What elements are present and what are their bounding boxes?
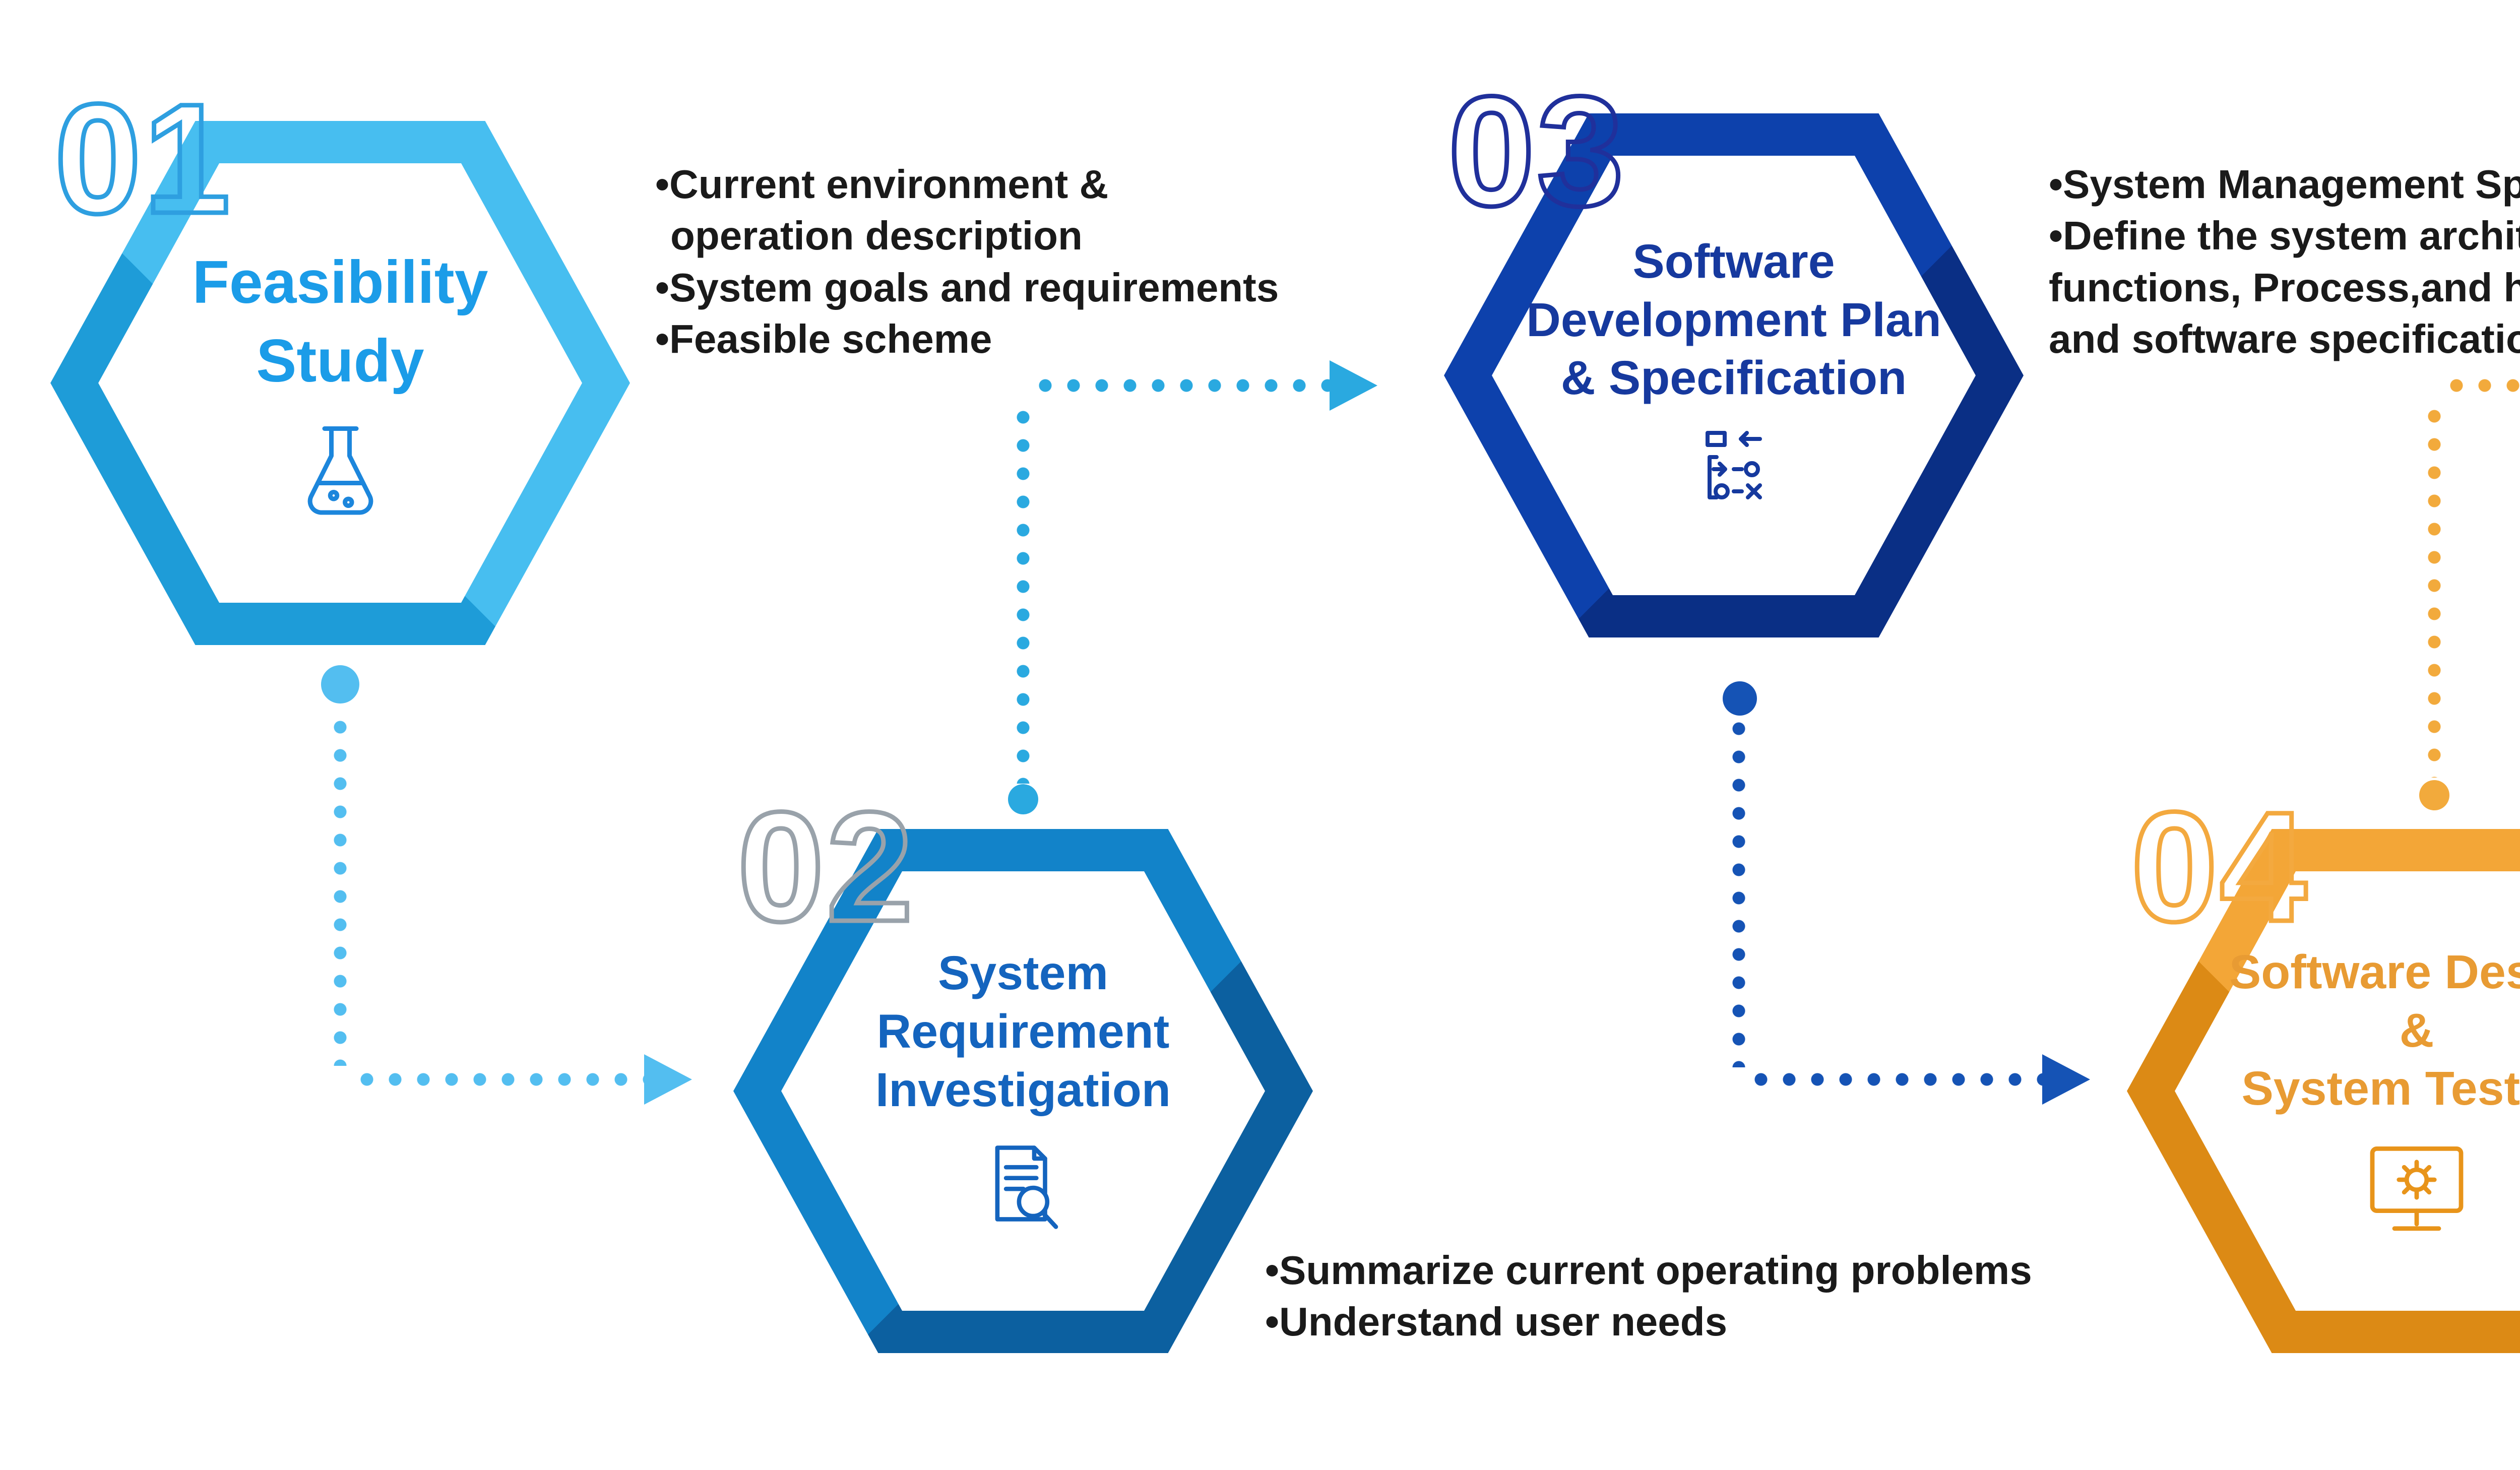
step-04-software-design-system-testing: 04 Software Design & System Testing xyxy=(2127,786,2520,1353)
notes-step-01: •Current environment & operation descrip… xyxy=(655,159,1279,365)
connector-start-dot xyxy=(1008,784,1038,814)
note-line: •System goals and requirements xyxy=(655,265,1279,310)
arrowhead-right-icon xyxy=(1330,360,1377,411)
step-number: 01 xyxy=(52,71,233,246)
note-line: •Summarize current operating problems xyxy=(1265,1248,2032,1293)
dotted-line-vertical xyxy=(332,713,348,1066)
hexagon-inner xyxy=(1492,156,1976,595)
step-number: 03 xyxy=(1446,63,1626,238)
step-title: Software Design & System Testing xyxy=(2229,945,2520,1116)
note-line: functions, Process,and hardware xyxy=(2049,265,2520,310)
dotted-line-horizontal xyxy=(1747,1071,2042,1088)
arrowhead-right-icon xyxy=(2042,1054,2090,1105)
monitor-gear-icon xyxy=(2370,1146,2464,1231)
step-03-software-development-plan: 03 Software Development Plan & Specifica… xyxy=(1444,71,2024,637)
step-content: Software Development Plan & Specificatio… xyxy=(1520,169,1948,590)
step-title: System Requirement Investigation xyxy=(875,946,1171,1117)
step-title: Software Development Plan & Specificatio… xyxy=(1526,234,1941,405)
step-content: Feasibility Study xyxy=(126,176,554,597)
note-line: •Current environment & xyxy=(655,162,1109,207)
dotted-line-horizontal xyxy=(2442,377,2520,394)
step-number: 04 xyxy=(2129,779,2309,954)
connector-start-dot xyxy=(1723,681,1757,716)
step-01-feasibility-study: 01 Feasibility Study xyxy=(50,78,630,645)
connector-start-dot xyxy=(321,665,359,704)
note-line: •System Management Specification xyxy=(2049,162,2520,207)
notes-step-03: •System Management Specification •Define… xyxy=(2049,159,2520,365)
note-line: •Define the system architecture, xyxy=(2049,213,2520,259)
dotted-line-horizontal xyxy=(353,1071,644,1088)
dotted-line-vertical xyxy=(1731,715,1747,1067)
dotted-line-vertical xyxy=(1015,403,1031,784)
note-line: •Understand user needs xyxy=(1265,1299,1728,1345)
dotted-line-vertical xyxy=(2426,402,2442,778)
document-search-icon xyxy=(995,1145,1058,1229)
connector-start-dot xyxy=(2419,780,2449,810)
note-line: operation description xyxy=(670,213,1083,259)
arrowhead-right-icon xyxy=(644,1054,692,1105)
hexagon-inner xyxy=(98,163,582,603)
step-02-system-requirement-investigation: 02 System Requirement Investigation xyxy=(733,786,1313,1353)
note-line: and software specifications xyxy=(2049,316,2520,362)
notes-step-02: •Summarize current operating problems •U… xyxy=(1265,1245,2032,1348)
step-title: Feasibility Study xyxy=(192,248,488,395)
flask-icon xyxy=(307,426,373,515)
flowchart-icon xyxy=(1706,431,1762,500)
step-content: Software Design & System Testing xyxy=(2202,884,2520,1305)
step-number: 02 xyxy=(735,779,916,954)
dotted-line-horizontal xyxy=(1031,377,1330,394)
note-line: •Feasible scheme xyxy=(655,316,992,362)
step-content: System Requirement Investigation xyxy=(809,884,1237,1305)
